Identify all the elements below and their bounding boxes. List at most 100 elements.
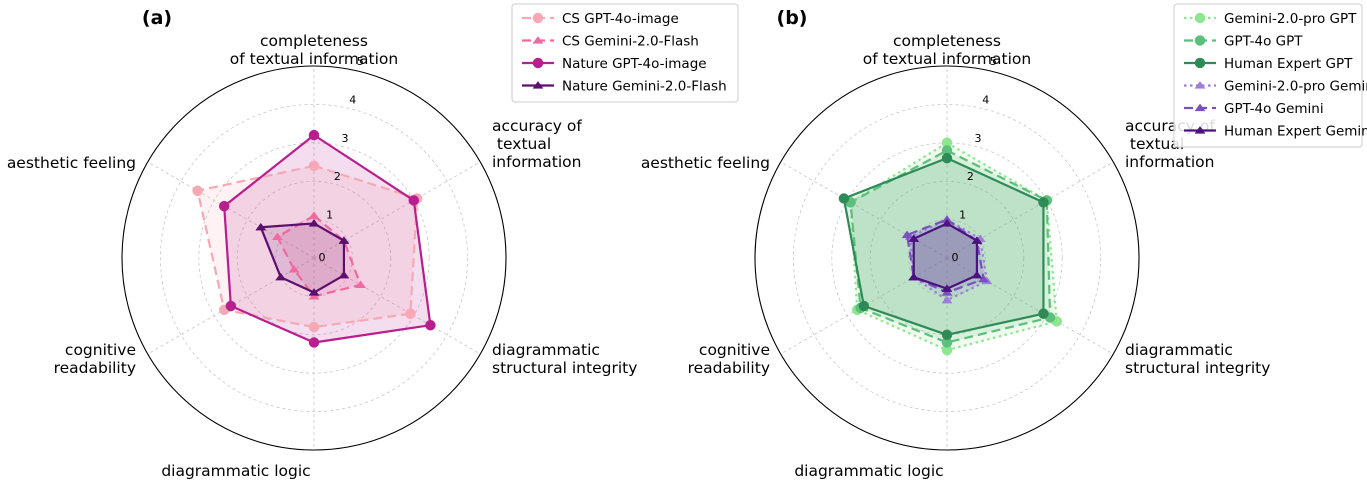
data-point	[308, 321, 320, 333]
grid-ring	[159, 103, 469, 413]
radial-tick-label: 4	[982, 93, 989, 106]
axis-label-line: structural integrity	[492, 359, 637, 377]
data-point	[288, 265, 300, 273]
axis-label-line: accuracy of	[492, 117, 582, 135]
radial-tick-label: 5	[357, 55, 364, 68]
series-fill	[277, 215, 361, 297]
data-point	[308, 129, 320, 141]
axis-label-line: completeness	[893, 32, 1001, 50]
data-point	[941, 218, 953, 227]
axis-label: diagrammatic logic	[794, 462, 943, 480]
data-point	[941, 152, 953, 164]
legend-entry: Gemini-2.0-pro GPT	[1224, 11, 1357, 27]
axis-label-line: cognitive	[65, 341, 136, 359]
series-fill	[913, 223, 977, 289]
legend-entry: CS Gemini-2.0-Flash	[562, 34, 699, 50]
data-point	[941, 329, 953, 341]
panel-label: (a)	[142, 7, 172, 29]
data-point	[405, 308, 416, 319]
data-point	[338, 270, 350, 279]
legend-marker	[1194, 12, 1206, 24]
legend-marker	[1194, 35, 1206, 46]
data-point	[1038, 197, 1049, 208]
data-point	[355, 280, 367, 289]
data-point	[858, 300, 870, 312]
radial-tick-label: 2	[334, 170, 341, 183]
data-point	[941, 295, 953, 304]
radar-frame	[121, 65, 507, 451]
axis-label: aesthetic feeling	[7, 154, 136, 172]
data-point	[308, 337, 320, 348]
axis-label-line: aesthetic feeling	[7, 154, 136, 172]
legend-marker	[1194, 57, 1206, 69]
series-fill	[224, 135, 431, 343]
data-point	[308, 288, 320, 296]
legend-entry: Human Expert Gemini	[1224, 124, 1367, 140]
data-point	[971, 236, 983, 244]
axis-label-line: diagrammatic	[1125, 341, 1233, 359]
series-fill	[850, 142, 1057, 351]
legend-entry: GPT-4o Gemini	[1224, 101, 1324, 117]
axis-label-line: diagrammatic	[492, 341, 600, 359]
legend-entry: Nature GPT-4o-image	[562, 56, 707, 72]
series-fill	[850, 150, 1051, 343]
data-point	[941, 284, 953, 292]
legend-marker	[532, 36, 544, 44]
data-point	[408, 195, 420, 206]
radial-tick-label: 1	[959, 209, 966, 222]
panel-label: (b)	[777, 7, 808, 29]
axis-label-line: textual	[1125, 135, 1184, 153]
radial-tick-label: 1	[326, 209, 333, 222]
data-point	[908, 272, 920, 281]
radial-tick-label: 2	[967, 170, 974, 183]
legend-marker	[1194, 103, 1206, 112]
data-point	[225, 300, 237, 312]
legend-entry: GPT-4o GPT	[1224, 34, 1303, 50]
axis-label-line: of textual information	[230, 50, 398, 68]
data-point	[308, 291, 320, 300]
series-fill	[843, 158, 1044, 335]
grid-ring	[793, 103, 1102, 413]
axis-label-line: cognitive	[699, 341, 770, 359]
axis-label-line: readability	[688, 359, 770, 377]
legend-marker	[532, 81, 544, 89]
axis-label: aesthetic feeling	[641, 154, 770, 172]
legend-marker	[532, 57, 544, 69]
data-point	[192, 185, 203, 197]
legend-entry: CS GPT-4o-image	[562, 11, 679, 27]
data-point	[978, 274, 990, 283]
axis-label-line: information	[492, 153, 581, 171]
grid-spoke	[780, 161, 948, 259]
data-point	[275, 272, 287, 281]
data-point	[271, 232, 283, 241]
radial-tick-label: 0	[319, 251, 326, 264]
radial-tick-label: 0	[952, 251, 959, 264]
legend-box	[511, 3, 739, 103]
data-point	[1038, 308, 1049, 319]
data-point	[908, 234, 920, 242]
data-point	[255, 222, 267, 231]
data-point	[218, 200, 230, 212]
axis-label-line: completeness	[260, 32, 368, 50]
data-point	[901, 230, 913, 239]
axis-label-line: aesthetic feeling	[641, 154, 770, 172]
legend-entry: Nature Gemini-2.0-Flash	[562, 79, 727, 95]
axis-label-line: diagrammatic logic	[794, 462, 943, 480]
legend-entry: Gemini-2.0-pro Gemini	[1224, 79, 1367, 95]
axis-label: diagrammatic logic	[161, 462, 310, 480]
grid-spoke	[147, 161, 315, 259]
radial-tick-label: 3	[342, 132, 349, 145]
axis-label-line: of textual information	[863, 50, 1031, 68]
legend-marker	[1194, 126, 1206, 134]
